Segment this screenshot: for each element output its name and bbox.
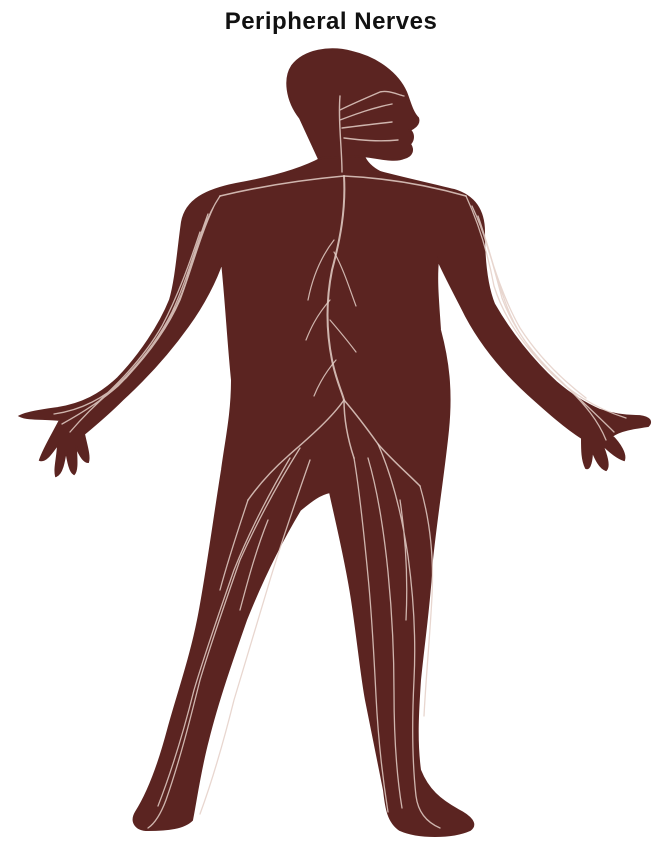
head bbox=[287, 49, 418, 170]
body-silhouette bbox=[20, 49, 650, 836]
